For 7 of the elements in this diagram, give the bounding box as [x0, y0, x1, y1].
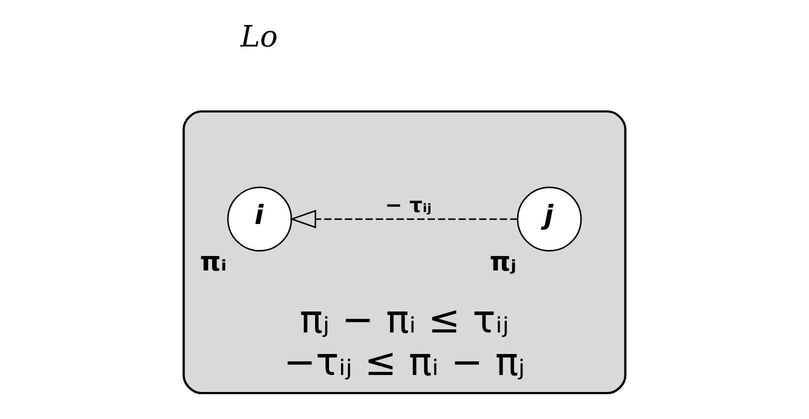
arrow [290, 210, 518, 228]
node-circle: i [227, 186, 292, 252]
node-label: πᵢ [200, 246, 227, 278]
edge-label: − τᵢⱼ [384, 193, 432, 218]
label: Lo [240, 20, 278, 54]
node-circle: j [516, 186, 582, 252]
node-label: πⱼ [490, 246, 516, 278]
